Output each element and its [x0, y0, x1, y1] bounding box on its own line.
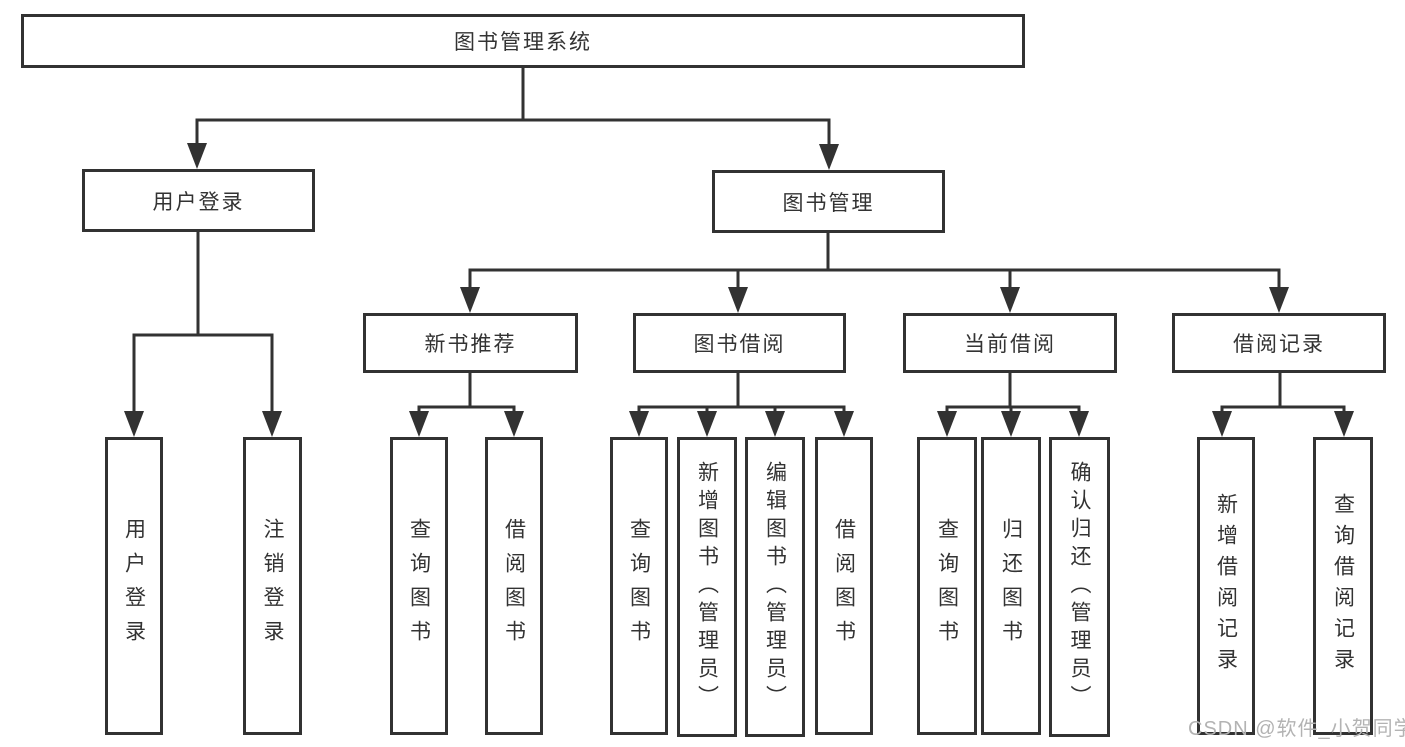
- node-root: 图书管理系统: [21, 14, 1025, 68]
- leaf-add-book-admin: 新增图书（管理员）: [677, 437, 737, 737]
- leaf-query-borrow-record: 查询借阅记录: [1313, 437, 1373, 735]
- node-new-book-recommend: 新书推荐: [363, 313, 578, 373]
- leaf-query-book-recommend: 查询图书: [390, 437, 448, 735]
- node-book-management: 图书管理: [712, 170, 945, 233]
- leaf-confirm-return-admin: 确认归还（管理员）: [1049, 437, 1110, 737]
- node-borrow-record: 借阅记录: [1172, 313, 1386, 373]
- leaf-edit-book-admin: 编辑图书（管理员）: [745, 437, 805, 737]
- leaf-logout: 注销登录: [243, 437, 302, 735]
- leaf-user-login: 用户登录: [105, 437, 163, 735]
- node-user-login: 用户登录: [82, 169, 315, 232]
- leaf-return-book: 归还图书: [981, 437, 1041, 735]
- leaf-borrow-book: 借阅图书: [815, 437, 873, 735]
- node-book-borrow: 图书借阅: [633, 313, 846, 373]
- leaf-add-borrow-record: 新增借阅记录: [1197, 437, 1255, 735]
- leaf-borrow-book-recommend: 借阅图书: [485, 437, 543, 735]
- watermark: CSDN @软件_小贺同学: [1188, 718, 1405, 740]
- leaf-query-book-current: 查询图书: [917, 437, 977, 735]
- leaf-query-book-borrow: 查询图书: [610, 437, 668, 735]
- node-current-borrow: 当前借阅: [903, 313, 1117, 373]
